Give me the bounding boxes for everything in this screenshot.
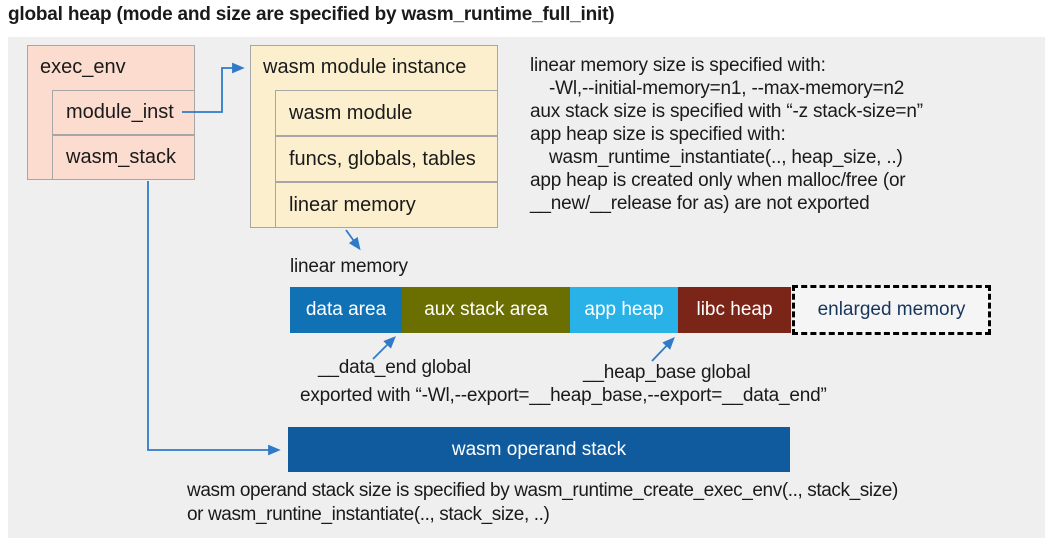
segment-libc-heap: libc heap: [678, 287, 791, 333]
exec-env-header: exec_env: [40, 56, 126, 78]
note-line: __new/__release for as) are not exported: [530, 193, 870, 214]
annotation-heap-base: __heap_base global: [583, 362, 751, 383]
linear-memory-label: linear memory: [290, 256, 408, 277]
module-instance-row-wasm-module: wasm module: [275, 90, 498, 136]
exec-env-row-module-inst: module_inst: [52, 90, 195, 135]
module-instance-row-funcs-globals-tables: funcs, globals, tables: [275, 136, 498, 182]
footer-note-line: wasm operand stack size is specified by …: [187, 480, 898, 501]
operand-stack-bar: wasm operand stack: [288, 427, 790, 472]
note-line: app heap size is specified with:: [530, 124, 786, 145]
note-line: app heap is created only when malloc/fre…: [530, 170, 906, 191]
segment-enlarged-memory: enlarged memory: [792, 285, 991, 335]
module-instance-header: wasm module instance: [263, 56, 467, 78]
note-line: wasm_runtime_instantiate(.., heap_size, …: [549, 147, 903, 168]
footer-note-line: or wasm_runtine_instantiate(.., stack_si…: [187, 504, 550, 525]
exec-env-row-wasm-stack: wasm_stack: [52, 135, 195, 180]
segment-aux-stack-area: aux stack area: [402, 287, 570, 333]
annotation-data-end: __data_end global: [318, 357, 471, 378]
page-title: global heap (mode and size are specified…: [8, 4, 615, 25]
note-line: aux stack size is specified with “-z sta…: [530, 101, 923, 122]
note-line: linear memory size is specified with:: [530, 55, 826, 76]
annotation-exported: exported with “-Wl,--export=__heap_base,…: [300, 385, 827, 406]
segment-data-area: data area: [290, 287, 402, 333]
note-line: -Wl,--initial-memory=n1, --max-memory=n2: [549, 78, 905, 99]
segment-app-heap: app heap: [570, 287, 678, 333]
module-instance-row-linear-memory: linear memory: [275, 182, 498, 228]
